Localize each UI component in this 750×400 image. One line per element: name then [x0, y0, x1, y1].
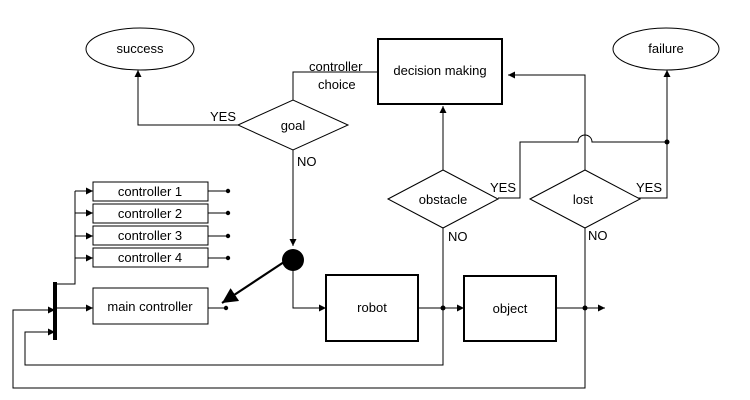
lost-yes-label: YES — [636, 180, 662, 195]
node-decision-making: decision making — [377, 38, 503, 105]
node-goal: goal — [236, 99, 350, 151]
edge-junction-to-robot — [292, 270, 326, 312]
lost-label: lost — [573, 192, 594, 207]
edge-feedback-outer — [12, 306, 586, 389]
edge-obstacle-yes-to-failure — [498, 134, 667, 199]
stub-dot-c1 — [225, 188, 231, 194]
main-controller-label: main controller — [107, 299, 193, 314]
decision-making-label: decision making — [393, 63, 486, 78]
stub-dot-main — [223, 305, 229, 311]
controller-item-label: controller 2 — [118, 206, 182, 221]
controller-item-3: controller 3 — [92, 225, 209, 246]
junction-dot-robot-out — [440, 305, 446, 311]
controller-choice-line2: choice — [318, 77, 356, 92]
controller-item-1: controller 1 — [92, 181, 209, 202]
controller-item-2: controller 2 — [92, 203, 209, 224]
failure-label: failure — [648, 41, 683, 56]
controller-item-4: controller 4 — [92, 247, 209, 268]
controller-choice-line1: controller — [309, 59, 363, 74]
robot-label: robot — [357, 300, 387, 315]
stub-dot-c4 — [225, 255, 231, 261]
junction-dot-object-out — [582, 305, 588, 311]
node-failure: failure — [612, 27, 720, 71]
failure-shape — [612, 27, 720, 71]
node-obstacle: obstacle — [386, 169, 500, 229]
controller-item-label: controller 1 — [118, 184, 182, 199]
switch-arm — [221, 261, 285, 304]
junction-dot-failure — [664, 139, 670, 145]
obstacle-no-label: NO — [448, 229, 468, 244]
switch-bar — [53, 282, 57, 340]
edge-bus-vertical — [55, 191, 76, 285]
node-success: success — [85, 27, 195, 71]
goal-no-label: NO — [297, 154, 317, 169]
stub-dot-c3 — [225, 233, 231, 239]
object-label: object — [493, 301, 528, 316]
connectors — [12, 70, 671, 389]
controller-item-label: controller 3 — [118, 228, 182, 243]
stub-dot-c2 — [225, 210, 231, 216]
node-robot: robot — [325, 274, 419, 342]
goal-yes-label: YES — [210, 109, 236, 124]
node-main-controller: main controller — [92, 287, 209, 325]
edge-feedback-inner — [24, 308, 444, 366]
success-label: success — [117, 41, 164, 56]
goal-label: goal — [281, 118, 306, 133]
edge-goal-to-success — [134, 70, 238, 126]
lost-no-label: NO — [588, 228, 608, 243]
controller-list: controller 1 controller 2 controller 3 c… — [92, 181, 209, 268]
node-object: object — [463, 275, 557, 342]
obstacle-yes-label: YES — [490, 180, 516, 195]
node-lost: lost — [528, 169, 642, 229]
switch-junction — [282, 249, 304, 271]
edge-lost-to-decision — [508, 71, 586, 170]
edge-lost-yes-to-failure — [638, 70, 671, 199]
obstacle-label: obstacle — [419, 192, 467, 207]
edge-goal-to-decision — [292, 71, 378, 100]
obstacle-shape — [386, 169, 500, 229]
controller-item-label: controller 4 — [118, 250, 182, 265]
